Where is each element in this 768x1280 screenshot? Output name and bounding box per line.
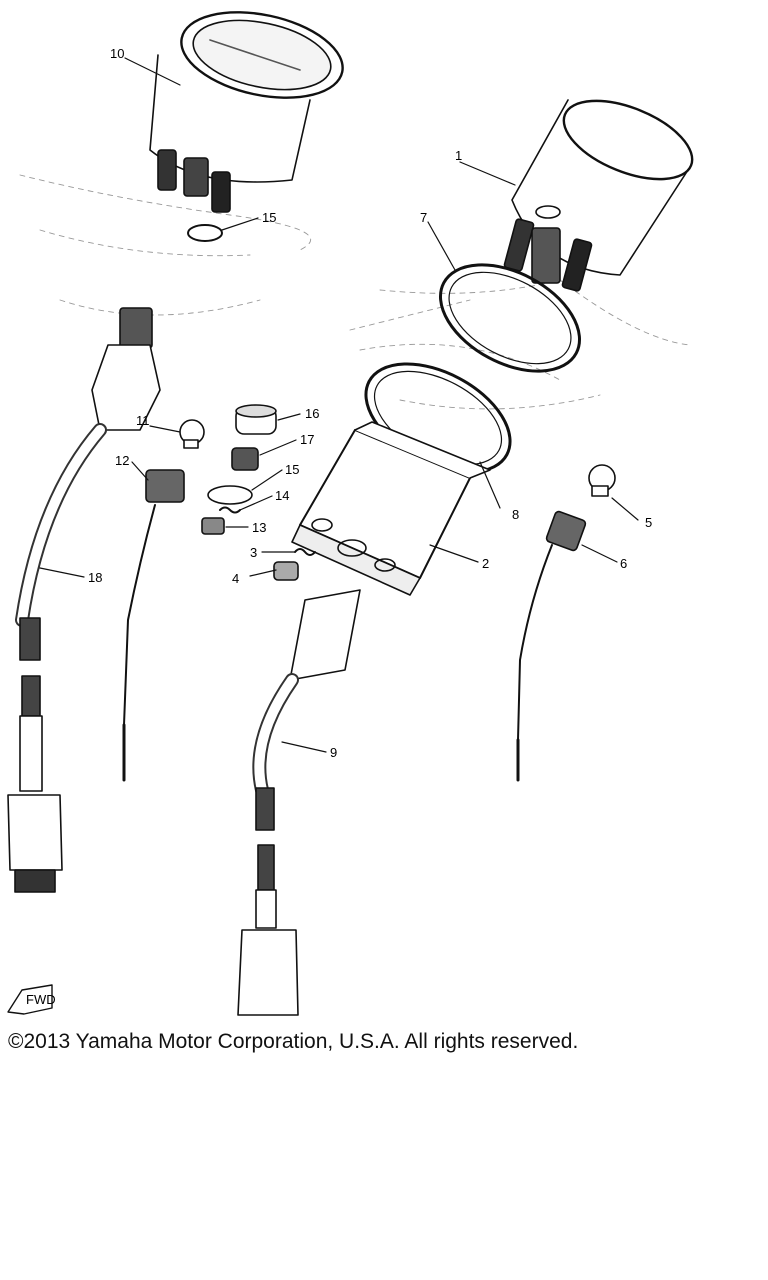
copyright-notice: ©2013 Yamaha Motor Corporation, U.S.A. A…: [8, 1030, 579, 1053]
callout-16: 16: [305, 406, 319, 421]
meter-case-2: [291, 421, 491, 596]
callout-6: 6: [620, 556, 627, 571]
spring-washer-14: [219, 506, 241, 514]
speedo-cable-9: [237, 589, 361, 1016]
fwd-arrow-icon: FWD: [7, 984, 56, 1015]
grommet-15-upper: [187, 224, 223, 242]
washer-15-lower: [207, 485, 253, 505]
callout-14: 14: [275, 488, 289, 503]
collar-17: [231, 447, 259, 471]
nut-13: [201, 517, 225, 535]
callout-1: 1: [455, 148, 462, 163]
tachometer-10: [149, 11, 344, 213]
callout-13: 13: [252, 520, 266, 535]
bulb-5: [588, 464, 616, 497]
nut-4: [273, 561, 299, 581]
socket-12: [122, 469, 185, 782]
speedometer-1: [503, 99, 694, 292]
grommet-16: [235, 404, 277, 435]
callout-8: 8: [512, 507, 519, 522]
parts-diagram: FWD 1 2 3 4 5 6 7 8 9 10 11 12 13: [7, 11, 694, 1016]
gasket-7: [438, 263, 582, 373]
callout-labels: 1 2 3 4 5 6 7 8 9 10 11 12 13 14 15 15 1…: [88, 46, 652, 760]
callout-3: 3: [250, 545, 257, 560]
callout-10: 10: [110, 46, 124, 61]
leader-lines: [39, 57, 639, 753]
socket-6: [516, 510, 587, 782]
callout-11: 11: [136, 413, 150, 428]
tach-cable-18: [7, 307, 161, 893]
callout-7: 7: [420, 210, 427, 225]
callout-15-upper: 15: [262, 210, 276, 225]
callout-5: 5: [645, 515, 652, 530]
spring-washer-3: [294, 548, 316, 556]
callout-17: 17: [300, 432, 314, 447]
callout-18: 18: [88, 570, 102, 585]
bulb-11: [179, 419, 205, 449]
fwd-label: FWD: [26, 992, 56, 1007]
callout-4: 4: [232, 571, 239, 586]
callout-2: 2: [482, 556, 489, 571]
callout-15-lower: 15: [285, 462, 299, 477]
callout-9: 9: [330, 745, 337, 760]
callout-12: 12: [115, 453, 129, 468]
